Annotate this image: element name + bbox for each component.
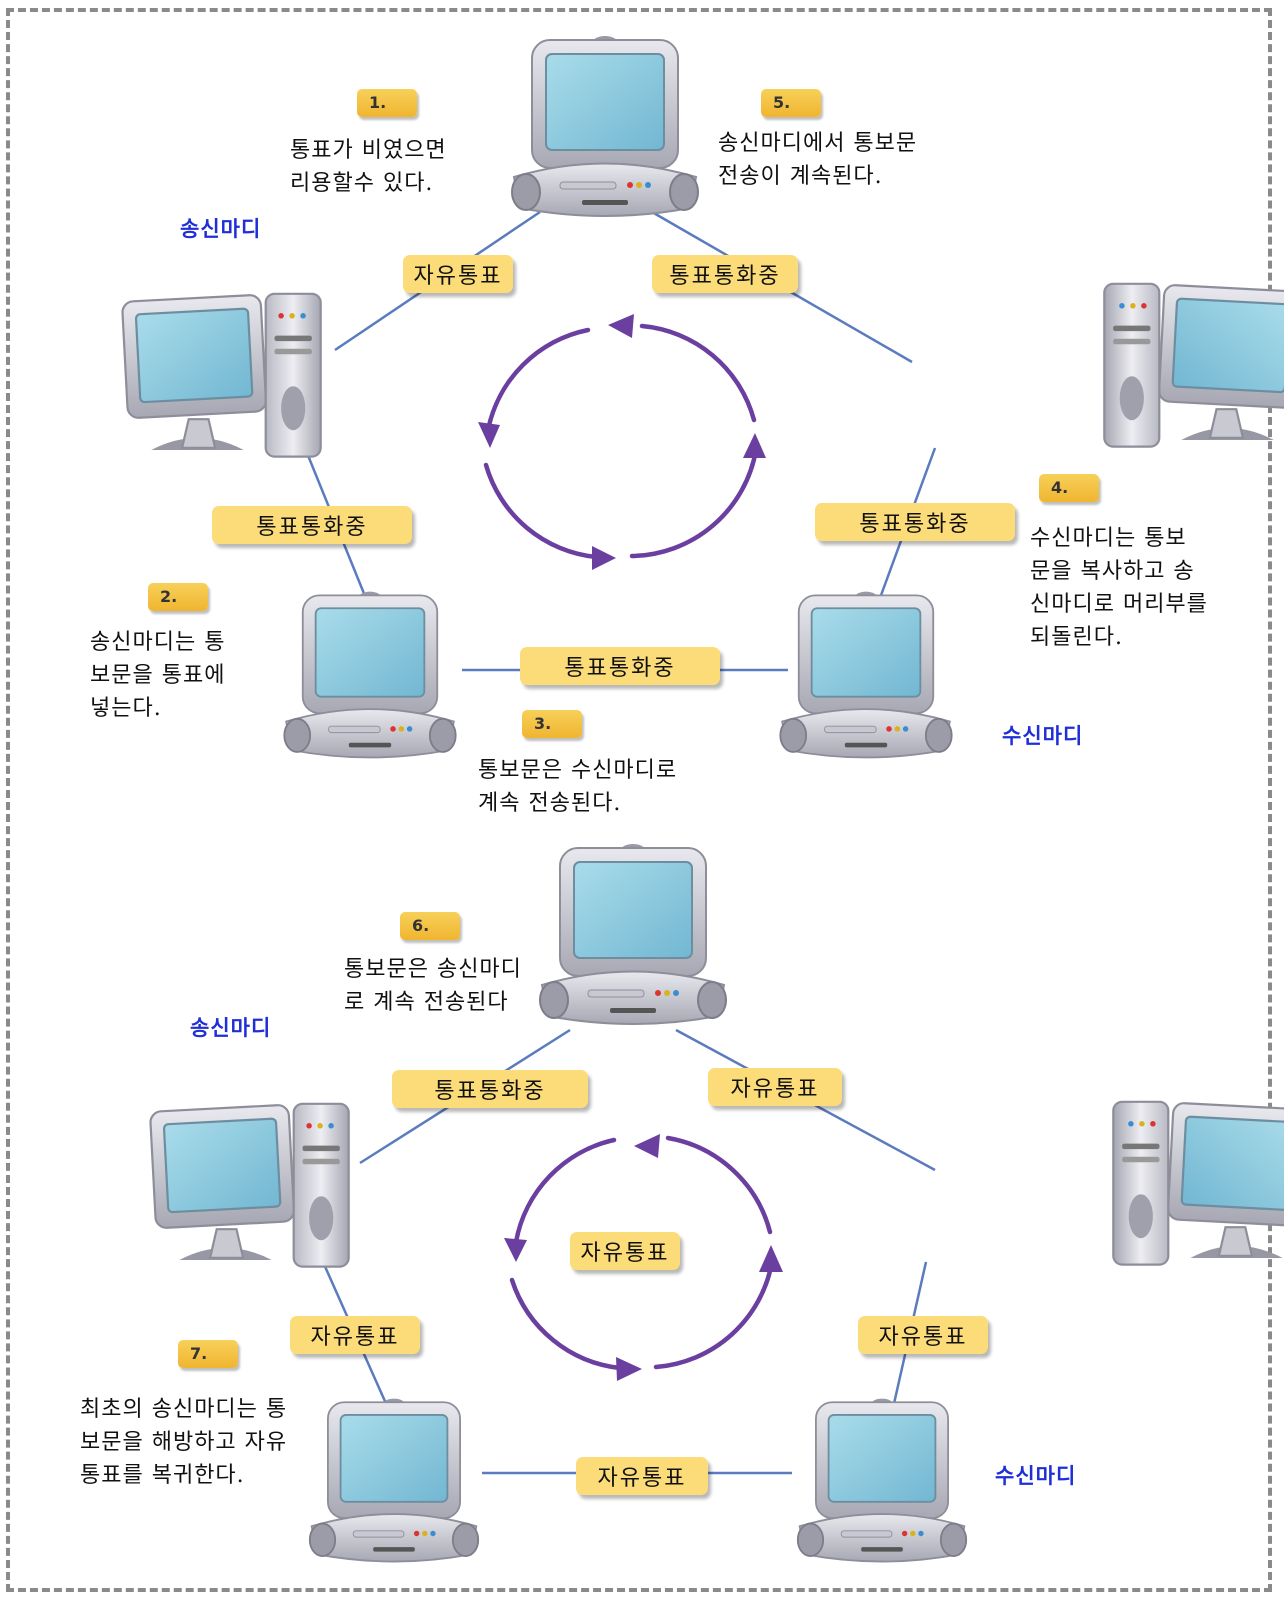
- step-badge-2: 2.: [148, 583, 208, 611]
- step-note-4: 수신마디는 통보 문을 복사하고 송 신마디로 머리부를 되돌린다.: [1030, 526, 1208, 650]
- token-label-bottom: 자유통표: [576, 1457, 708, 1495]
- token-label-right: 통표통화중: [815, 503, 1015, 541]
- receiver-node-label: 수신마디: [1002, 723, 1084, 748]
- step-badge-5: 5.: [761, 89, 821, 117]
- step-note-1: 통표가 비였으면 리용할수 있다.: [290, 138, 447, 196]
- receiver-node-label: 수신마디: [995, 1463, 1077, 1488]
- step-badge-6: 6.: [400, 912, 460, 940]
- token-label-top-right: 통표통화중: [652, 255, 798, 293]
- token-label-left: 자유통표: [290, 1316, 420, 1354]
- step-note-7: 최초의 송신마디는 통 보문을 해방하고 자유 통표를 복귀한다.: [80, 1397, 288, 1488]
- token-label-center: 자유통표: [570, 1232, 680, 1270]
- step-note-2: 송신마디는 통 보문을 통표에 넣는다.: [90, 630, 226, 721]
- token-label-top-left: 자유통표: [403, 255, 513, 293]
- step-note-6: 통보문은 송신마디 로 계속 전송된다: [344, 957, 522, 1015]
- token-label-right: 자유통표: [858, 1316, 988, 1354]
- step-badge-1: 1.: [357, 89, 417, 117]
- step-note-3: 통보문은 수신마디로 계속 전송된다.: [478, 758, 678, 816]
- token-label-bottom: 통표통화중: [520, 647, 720, 685]
- step-badge-7: 7.: [178, 1340, 238, 1368]
- step-badge-3: 3.: [522, 710, 582, 738]
- step-note-5: 송신마디에서 통보문 전송이 계속된다.: [718, 131, 918, 189]
- figure-frame: [6, 8, 1272, 1592]
- sender-node-label: 송신마디: [180, 216, 262, 241]
- token-label-top-left: 통표통화중: [392, 1070, 588, 1108]
- sender-node-label: 송신마디: [190, 1015, 272, 1040]
- token-label-left: 통표통화중: [212, 506, 412, 544]
- token-label-top-right: 자유통표: [708, 1068, 842, 1106]
- step-badge-4: 4.: [1039, 474, 1099, 502]
